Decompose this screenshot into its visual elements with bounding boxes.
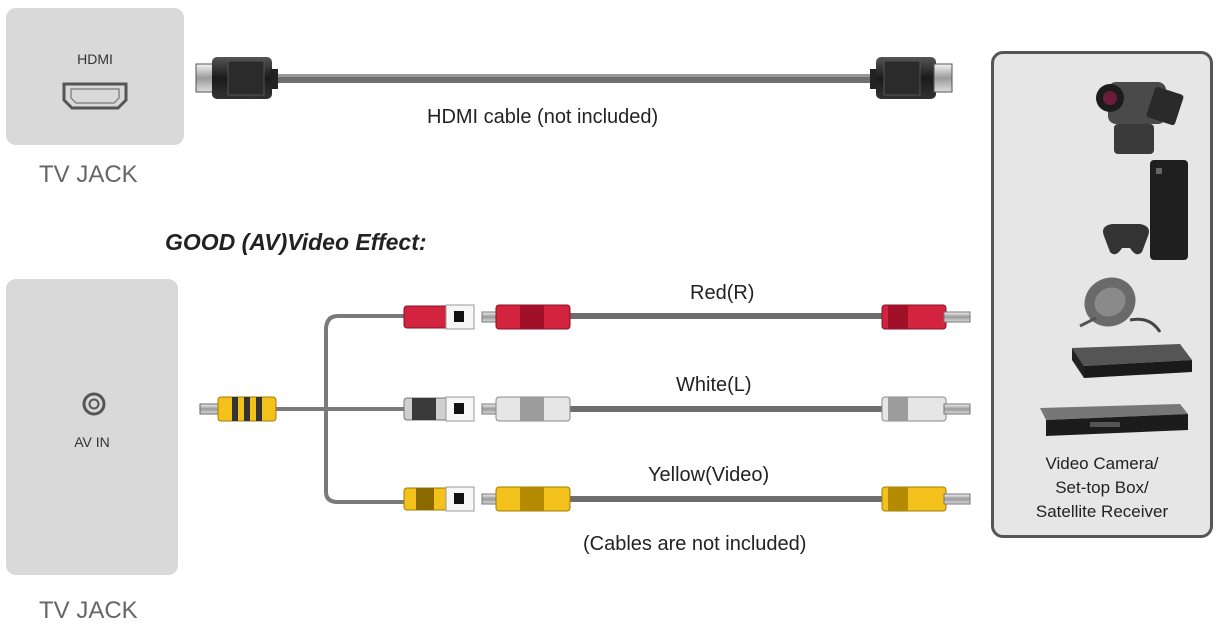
hdmi-cable-label: HDMI cable (not included) — [427, 106, 659, 128]
av-tv-jack-caption: TV JACK — [39, 597, 138, 624]
satellite-dish-icon — [1079, 277, 1162, 333]
hdmi-plug-right — [870, 57, 953, 99]
white-cable-row — [403, 396, 971, 422]
red-cable-label: Red(R) — [690, 282, 755, 304]
hdmi-jack-panel — [6, 8, 184, 145]
yellow-cable-label: Yellow(Video) — [648, 464, 770, 486]
hdmi-tv-jack-caption: TV JACK — [39, 161, 138, 188]
game-console-icon — [1103, 160, 1188, 260]
av-jack-panel — [6, 279, 178, 575]
red-cable-row — [403, 304, 971, 330]
yellow-cable-row — [403, 486, 971, 512]
video-camera-icon — [1096, 82, 1184, 154]
av-split-wires — [274, 314, 406, 504]
hdmi-port-label: HDMI — [77, 51, 113, 67]
set-top-box-icon — [1072, 344, 1192, 378]
av-in-port-icon — [82, 392, 106, 416]
dvd-player-icon — [1040, 404, 1188, 436]
cables-note: (Cables are not included) — [583, 533, 807, 555]
composite-plug — [199, 396, 277, 422]
white-cable-label: White(L) — [676, 374, 752, 396]
av-section-heading: GOOD (AV)Video Effect: — [165, 229, 427, 255]
device-label-line-1: Video Camera/ — [1045, 454, 1159, 473]
device-label-line-2: Set-top Box/ — [1055, 478, 1149, 497]
av-in-port-label: AV IN — [74, 434, 110, 450]
device-label-line-3: Satellite Receiver — [1035, 502, 1169, 521]
hdmi-plug-left — [195, 57, 278, 99]
hdmi-port-icon — [62, 82, 128, 110]
hdmi-cable — [195, 57, 953, 99]
device-label: Video Camera/ Set-top Box/ Satellite Rec… — [991, 452, 1213, 524]
